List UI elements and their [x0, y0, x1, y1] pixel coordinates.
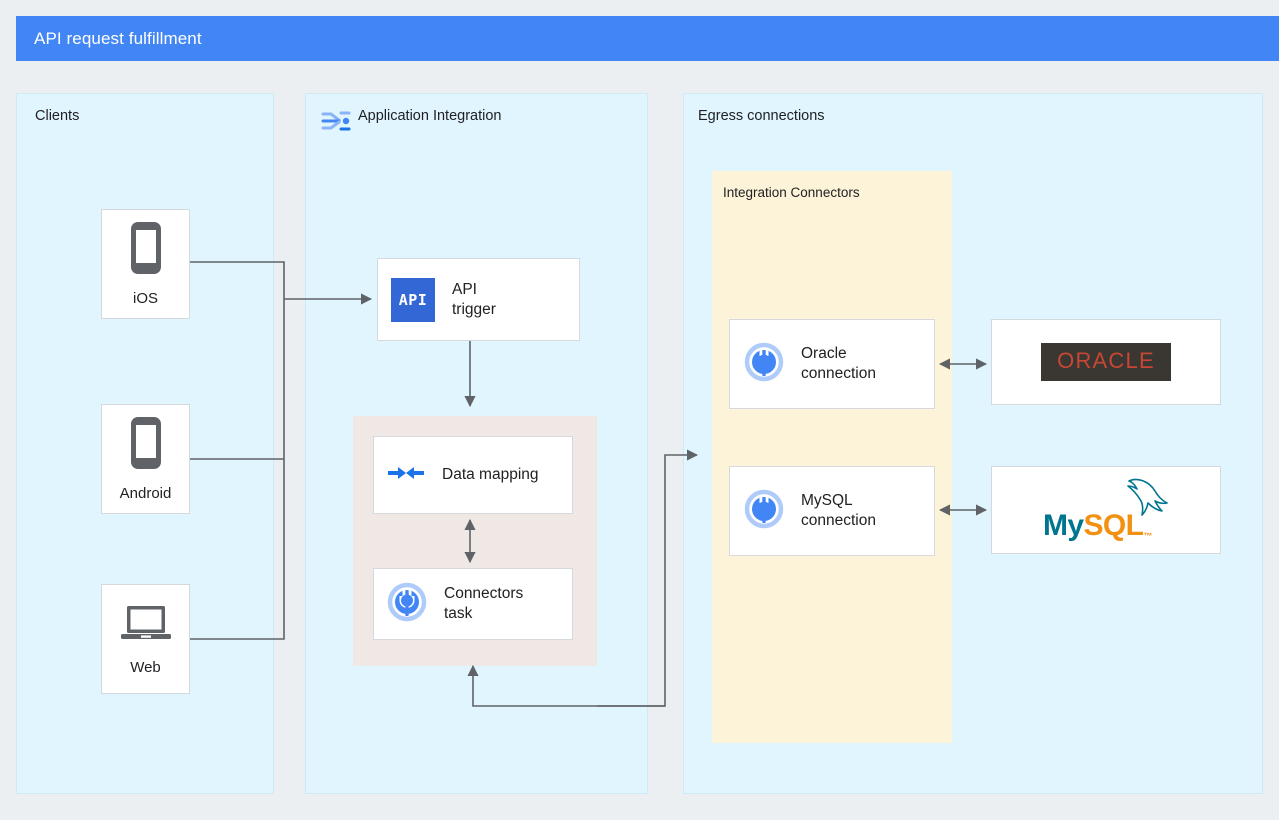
node-ios[interactable]: iOS: [101, 209, 190, 319]
node-oracle-system[interactable]: ORACLE: [991, 319, 1221, 405]
node-api-trigger[interactable]: API API trigger: [377, 258, 580, 341]
panel-clients-title: Clients: [35, 108, 80, 124]
connector-plug-icon: [744, 342, 784, 387]
oracle-logo: ORACLE: [1041, 343, 1171, 381]
node-android[interactable]: Android: [101, 404, 190, 514]
node-ios-label: iOS: [132, 289, 158, 307]
page-title: API request fulfillment: [34, 28, 202, 48]
mysql-logo: MySQL™: [1041, 477, 1171, 543]
application-integration-icon: [320, 106, 352, 136]
phone-icon: [126, 415, 166, 476]
node-mysql-connection[interactable]: MySQL connection: [729, 466, 935, 556]
phone-icon: [126, 220, 166, 281]
node-mysql-connection-label: MySQL connection: [801, 492, 876, 529]
node-api-trigger-label: API trigger: [452, 280, 496, 318]
node-data-mapping[interactable]: Data mapping: [373, 436, 573, 514]
group-integration-connectors-title: Integration Connectors: [723, 185, 860, 200]
node-web[interactable]: Web: [101, 584, 190, 694]
node-mysql-system[interactable]: MySQL™: [991, 466, 1221, 554]
group-integration-connectors: Integration Connectors: [712, 171, 952, 743]
dolphin-icon: [1107, 477, 1169, 526]
mysql-logo-trademark: ™: [1143, 531, 1152, 541]
diagram-header: API request fulfillment: [16, 16, 1279, 61]
node-oracle-connection-label: Oracle connection: [801, 345, 876, 382]
oracle-logo-text: ORACLE: [1057, 348, 1155, 373]
panel-egress-connections-title: Egress connections: [698, 108, 825, 124]
api-badge-icon: API: [391, 277, 435, 322]
panel-application-integration-title: Application Integration: [358, 108, 502, 124]
connector-plug-icon: [387, 582, 427, 627]
laptop-icon: [117, 601, 175, 650]
mysql-logo-my: My: [1043, 509, 1084, 542]
node-web-label: Web: [130, 658, 161, 676]
mysql-logo-sql: SQL: [1083, 509, 1144, 542]
node-oracle-connection[interactable]: Oracle connection: [729, 319, 935, 409]
node-android-label: Android: [119, 484, 172, 502]
data-mapping-icon: [387, 459, 425, 492]
node-connectors-task[interactable]: Connectors task: [373, 568, 573, 640]
mysql-logo-text: MySQL™: [1043, 511, 1152, 541]
node-data-mapping-label: Data mapping: [442, 466, 539, 484]
node-connectors-task-label: Connectors task: [444, 585, 524, 622]
connector-plug-icon: [744, 489, 784, 534]
api-badge-text: API: [398, 290, 428, 309]
